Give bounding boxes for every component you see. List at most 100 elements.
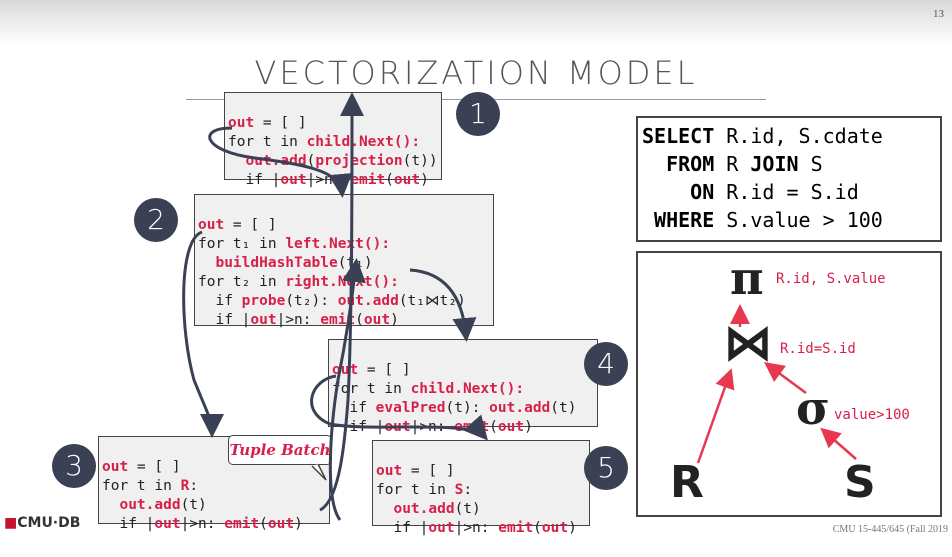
- join-operator-code: out = [ ] for t₁ in left.Next(): buildHas…: [194, 194, 494, 328]
- code-token: (: [533, 520, 542, 536]
- arrow-4-to-5: [310, 374, 488, 441]
- code-token: = [ ]: [254, 115, 307, 131]
- code-token: if |: [119, 516, 155, 532]
- code-token: for t₁ in: [198, 236, 286, 252]
- logo-text: CMU·DB: [17, 515, 81, 531]
- code-token: ): [390, 312, 399, 328]
- code-token: left.Next():: [285, 236, 391, 252]
- arrow-1-to-2: [208, 126, 353, 198]
- cmu-db-logo: ■CMU·DB: [4, 515, 80, 531]
- code-token: for t in: [376, 482, 455, 498]
- scan-s-operator-code: out = [ ]for t in S: out.add(t) if |out|…: [372, 440, 590, 536]
- edge-r-to-join: [696, 368, 735, 464]
- join-label: R.id=S.id: [780, 341, 856, 357]
- step-badge-2: 2: [134, 198, 178, 242]
- code-token: out: [250, 312, 277, 328]
- code-token: |>n:: [180, 516, 225, 532]
- sql-query-box: SELECT R.id, S.cdate FROM R JOIN S ON R.…: [636, 116, 942, 242]
- code-token: out.add: [393, 501, 455, 517]
- code-token: out: [102, 459, 129, 475]
- code-token: (t)): [402, 153, 438, 169]
- join-symbol: ⋈: [724, 315, 772, 371]
- code-token: (t): [180, 497, 207, 513]
- code-token: S: [454, 482, 464, 498]
- code-token: = [ ]: [128, 459, 181, 475]
- code-token: = [ ]: [402, 463, 455, 479]
- code-token: (: [259, 516, 268, 532]
- relation-r: R: [670, 457, 704, 508]
- code-token: emit: [224, 516, 260, 532]
- step-badge-1: 1: [456, 92, 500, 136]
- code-token: out: [376, 463, 403, 479]
- code-token: out: [541, 520, 569, 536]
- code-token: if |: [245, 172, 281, 188]
- code-token: if: [215, 293, 242, 309]
- code-token: out: [267, 516, 295, 532]
- sql-text: S.value > 100: [714, 208, 883, 232]
- code-token: (: [355, 312, 364, 328]
- code-token: |>n:: [454, 520, 499, 536]
- code-token: ): [524, 419, 533, 435]
- code-token: |>n:: [276, 312, 321, 328]
- tuple-batch-callout: Tuple Batch: [228, 435, 332, 465]
- code-token: child.Next():: [306, 134, 421, 150]
- code-token: (: [489, 419, 498, 435]
- step-badge-3: 3: [52, 444, 96, 488]
- sql-keyword: SELECT: [642, 124, 715, 148]
- arrow-2-to-3: [182, 230, 224, 438]
- code-token: = [ ]: [358, 362, 411, 378]
- sql-keyword: FROM: [666, 152, 715, 176]
- sql-keyword: JOIN: [750, 152, 799, 176]
- code-token: if |: [215, 312, 251, 328]
- code-token: = [ ]: [224, 217, 277, 233]
- code-token: for t₂ in: [198, 274, 286, 290]
- sql-text: R: [714, 152, 751, 176]
- code-token: emit: [320, 312, 356, 328]
- flow-arrows: [182, 92, 488, 521]
- code-token: buildHashTable: [215, 255, 338, 271]
- code-token: for t in: [102, 478, 181, 494]
- sql-text: R.id = S.id: [714, 180, 859, 204]
- code-token: probe: [241, 293, 286, 309]
- filter-operator-code: out = [ ]for t in child.Next(): if evalP…: [328, 339, 598, 435]
- code-token: emit: [350, 172, 386, 188]
- projection-operator-code: out = [ ]for t in child.Next(): out.add(…: [224, 92, 442, 188]
- code-token: out: [497, 419, 525, 435]
- arrow-2-to-4: [409, 268, 477, 342]
- code-token: ): [420, 172, 429, 188]
- code-token: out: [428, 520, 455, 536]
- code-token: out.add: [119, 497, 181, 513]
- step-badge-5: 5: [584, 446, 628, 490]
- projection-label: R.id, S.value: [776, 271, 886, 287]
- code-token: R: [180, 478, 190, 494]
- code-token: :: [189, 478, 199, 494]
- code-token: if |: [393, 520, 429, 536]
- selection-symbol: σ: [796, 381, 830, 435]
- code-token: right.Next():: [285, 274, 399, 290]
- code-token: if: [349, 400, 376, 416]
- code-token: child.Next():: [410, 381, 525, 397]
- sql-text: R.id, S.cdate: [714, 124, 883, 148]
- code-token: out: [280, 172, 307, 188]
- page-number: 13: [933, 8, 944, 20]
- sql-keyword: WHERE: [654, 208, 715, 232]
- slide-title: VECTORIZATION MODEL: [254, 54, 698, 92]
- code-token: (t): [454, 501, 481, 517]
- callout-tail: [311, 463, 327, 481]
- code-token: out: [393, 172, 421, 188]
- code-token: out: [154, 516, 181, 532]
- projection-symbol: π: [730, 251, 764, 305]
- sql-keyword: ON: [690, 180, 715, 204]
- code-token: emit: [498, 520, 534, 536]
- code-token: ): [568, 520, 577, 536]
- code-token: :: [463, 482, 473, 498]
- code-token: evalPred: [375, 400, 446, 416]
- code-token: out: [198, 217, 225, 233]
- code-token: out: [228, 115, 255, 131]
- code-token: out.add: [489, 400, 551, 416]
- code-token: (t): [550, 400, 577, 416]
- sql-text: S: [798, 152, 823, 176]
- query-plan-edges: [696, 304, 857, 464]
- code-token: for t in: [228, 134, 307, 150]
- code-token: (t₁⋈t₂): [398, 293, 466, 309]
